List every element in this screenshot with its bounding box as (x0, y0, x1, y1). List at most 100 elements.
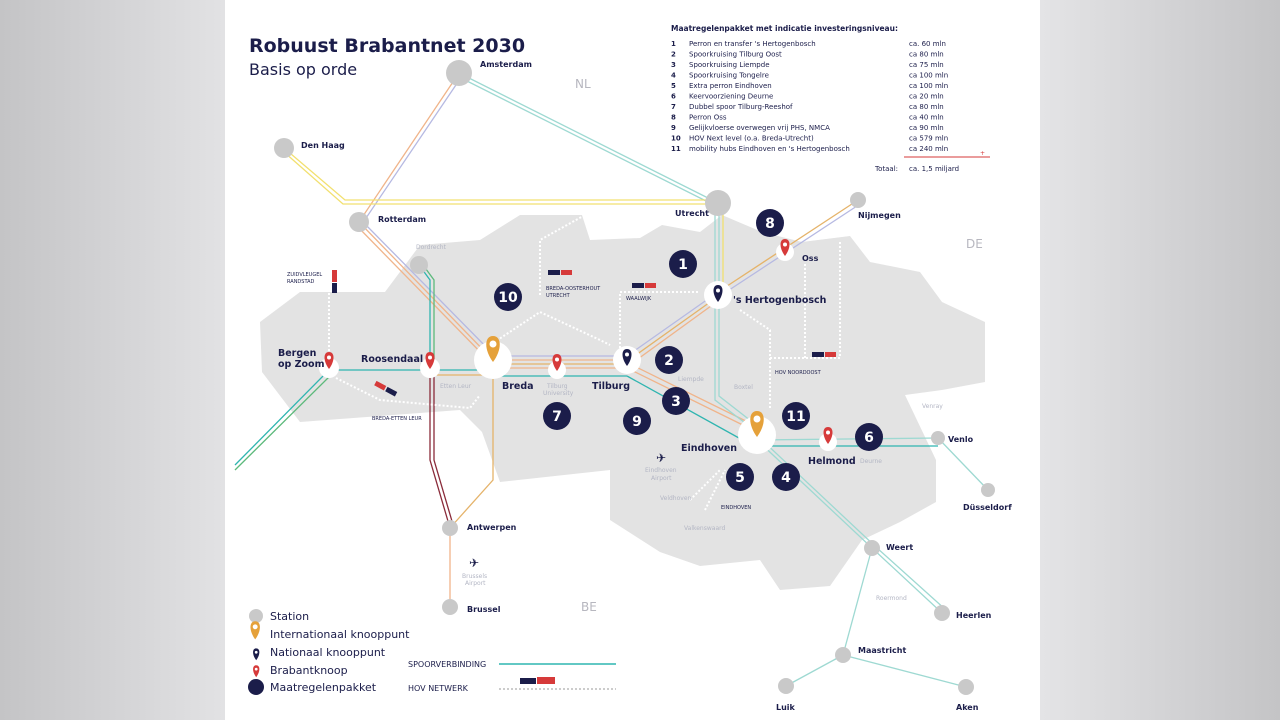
measure-label: Spoorkruising Tilburg Oost (689, 51, 782, 59)
country-label-de: DE (966, 237, 983, 251)
station-weert (864, 540, 880, 556)
blurred-background-left (0, 0, 225, 720)
station-dusseldorf (981, 483, 995, 497)
airplane-icon: ✈ (656, 451, 666, 465)
label-luik: Luik (776, 703, 796, 712)
legend: Station Internationaal knooppunt Nationa… (248, 609, 616, 695)
legend-station: Station (270, 610, 309, 623)
label-eindhoven: Eindhoven (681, 443, 737, 454)
measure-label: Keervoorziening Deurne (689, 93, 773, 101)
measure-label: Perron Oss (689, 114, 727, 122)
label-hov-eindhoven: EINDHOVEN (721, 505, 751, 511)
measure-cost: ca 40 mln (909, 114, 944, 122)
measure-label: Dubbel spoor Tilburg-Reeshof (689, 103, 793, 111)
label-valkenswaard: Valkenswaard (684, 525, 725, 532)
label-boxtel: Boxtel (734, 384, 753, 391)
label-dordrecht: Dordrecht (416, 244, 447, 251)
label-roosendaal: Roosendaal (361, 354, 423, 365)
measure-number: 9 (671, 124, 676, 132)
svg-text:3: 3 (671, 394, 681, 410)
legend-hov: HOV NETWERK (408, 684, 469, 693)
svg-text:8: 8 (765, 216, 775, 232)
legend-international: Internationaal knooppunt (270, 628, 410, 641)
measure-number: 5 (671, 82, 676, 90)
label-tilburg: Tilburg (592, 381, 630, 392)
label-hov-zuidvleugel-1: ZUIDVLEUGEL (287, 272, 322, 278)
measure-marker-8: 8 (756, 209, 784, 237)
label-hov-breda-etten-leur: BREDA-ETTEN LEUR (372, 416, 422, 422)
measure-label: Perron en transfer 's Hertogenbosch (689, 40, 816, 48)
label-dusseldorf: Düsseldorf (963, 503, 1012, 512)
legend-bus-icon (520, 678, 536, 684)
country-label-be: BE (581, 600, 597, 614)
label-hov-breda-oosterhout-1: BREDA-OOSTERHOUT (546, 286, 601, 292)
svg-text:6: 6 (864, 430, 874, 446)
label-brussel: Brussel (467, 605, 501, 614)
total-value: ca. 1,5 miljard (909, 165, 959, 173)
measure-marker-3: 3 (662, 387, 690, 415)
station-utrecht (705, 190, 731, 216)
svg-text:5: 5 (735, 470, 745, 486)
measure-number: 11 (671, 145, 681, 153)
measure-number: 1 (671, 40, 676, 48)
measure-cost: ca 80 mln (909, 103, 944, 111)
measure-cost: ca 75 mln (909, 61, 944, 69)
measure-markers: 1 2 3 4 5 6 7 8 9 10 11 (494, 209, 883, 491)
sum-plus-sign: + (980, 150, 985, 157)
measure-label: Spoorkruising Liempde (689, 61, 770, 69)
label-venray: Venray (922, 403, 943, 410)
station-heerlen (934, 605, 950, 621)
legend-rail: SPOORVERBINDING (408, 660, 486, 669)
label-brussels-airport-1: Brussels (462, 573, 487, 580)
measure-marker-2: 2 (655, 346, 683, 374)
label-etten-leur: Etten Leur (440, 383, 472, 390)
station-amsterdam (446, 60, 472, 86)
measure-label: Gelijkvloerse overwegen vrij PHS, NMCA (689, 124, 830, 132)
station-luik (778, 678, 794, 694)
measure-number: 7 (671, 103, 676, 111)
measure-label: mobility hubs Eindhoven en 's Hertogenbo… (689, 145, 850, 153)
svg-text:9: 9 (632, 414, 642, 430)
label-maastricht: Maastricht (858, 646, 906, 655)
measure-marker-4: 4 (772, 463, 800, 491)
page-title: Robuust Brabantnet 2030 (249, 35, 525, 57)
svg-text:4: 4 (781, 470, 791, 486)
measure-cost: ca 20 mln (909, 93, 944, 101)
label-deurne: Deurne (860, 458, 882, 465)
measure-marker-5: 5 (726, 463, 754, 491)
station-nijmegen (850, 192, 866, 208)
label-hov-zuidvleugel-2: RANDSTAD (287, 279, 315, 285)
station-den-haag (274, 138, 294, 158)
label-eindhoven-airport-2: Airport (651, 475, 672, 482)
label-hertogenbosch: 's Hertogenbosch (733, 295, 827, 306)
measure-label: Extra perron Eindhoven (689, 82, 772, 90)
station-rotterdam (349, 212, 369, 232)
legend-package-icon (248, 679, 264, 695)
measure-marker-10: 10 (494, 283, 522, 311)
measure-marker-9: 9 (623, 407, 651, 435)
label-heerlen: Heerlen (956, 611, 992, 620)
station-dordrecht (410, 256, 428, 274)
measure-cost: ca 579 mln (909, 135, 948, 143)
label-eindhoven-airport-1: Eindhoven (645, 467, 677, 474)
measure-number: 3 (671, 61, 676, 69)
label-utrecht: Utrecht (675, 209, 709, 218)
label-hov-noordoost: HOV NOORDOOST (775, 370, 822, 376)
svg-text:10: 10 (498, 290, 518, 306)
svg-text:7: 7 (552, 409, 562, 425)
label-helmond: Helmond (808, 456, 856, 467)
label-tilburg-university-2: University (543, 390, 574, 397)
label-den-haag: Den Haag (301, 141, 345, 150)
station-venlo (931, 431, 945, 445)
measure-number: 10 (671, 135, 681, 143)
hov-routes (328, 214, 841, 511)
label-venlo: Venlo (948, 435, 974, 444)
measure-marker-7: 7 (543, 402, 571, 430)
label-weert: Weert (886, 543, 913, 552)
legend-national: Nationaal knooppunt (270, 646, 386, 659)
measure-number: 4 (671, 72, 676, 80)
label-nijmegen: Nijmegen (858, 211, 901, 220)
measures-heading: Maatregelenpakket met indicatie invester… (671, 24, 898, 33)
station-aken (958, 679, 974, 695)
